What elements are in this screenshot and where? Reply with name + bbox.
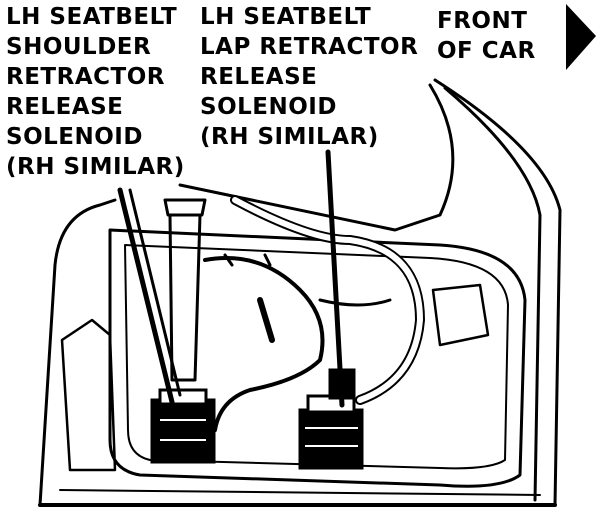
arrow-right-icon: [566, 4, 596, 70]
shoulder-guide-post: [168, 213, 202, 382]
shoulder-retractor-label: LH SEATBELT SHOULDER RETRACTOR RELEASE S…: [6, 2, 185, 182]
lap-leader-line: [325, 149, 345, 408]
inner-panel: [108, 228, 527, 488]
lap-label-line: (RH SIMILAR): [200, 124, 379, 150]
lap-label-line: SOLENOID: [200, 94, 337, 120]
shoulder-label-line: RELEASE: [6, 94, 124, 120]
window-frame-outer: [433, 78, 562, 507]
lap-retractor-label: LH SEATBELT LAP RETRACTOR RELEASE SOLENO…: [200, 2, 418, 152]
front-of-car-label: FRONT OF CAR: [437, 6, 536, 66]
front-label-line: FRONT: [437, 8, 528, 34]
door-front-edge: [443, 86, 542, 502]
inner-panel-edge: [124, 244, 509, 470]
shoulder-label-line: LH SEATBELT: [6, 4, 178, 30]
lap-label-line: RELEASE: [200, 64, 318, 90]
shoulder-label-line: (RH SIMILAR): [6, 154, 185, 180]
shoulder-label-line: RETRACTOR: [6, 64, 165, 90]
wiring-harness: [203, 256, 325, 432]
window-frame: [178, 83, 455, 232]
shoulder-leader-line-2: [128, 188, 182, 397]
lap-label-line: LH SEATBELT: [200, 4, 372, 30]
shoulder-leader-line: [117, 187, 175, 405]
front-label-line: OF CAR: [437, 38, 536, 64]
trim-pocket: [60, 318, 117, 472]
shoulder-label-line: SOLENOID: [6, 124, 143, 150]
handle-recess: [431, 283, 490, 347]
shoulder-solenoid: [150, 388, 216, 464]
shoulder-label-line: SHOULDER: [6, 34, 152, 60]
lap-solenoid: [298, 368, 364, 470]
lap-label-line: LAP RETRACTOR: [200, 34, 419, 60]
door-outer-panel: [38, 198, 117, 507]
